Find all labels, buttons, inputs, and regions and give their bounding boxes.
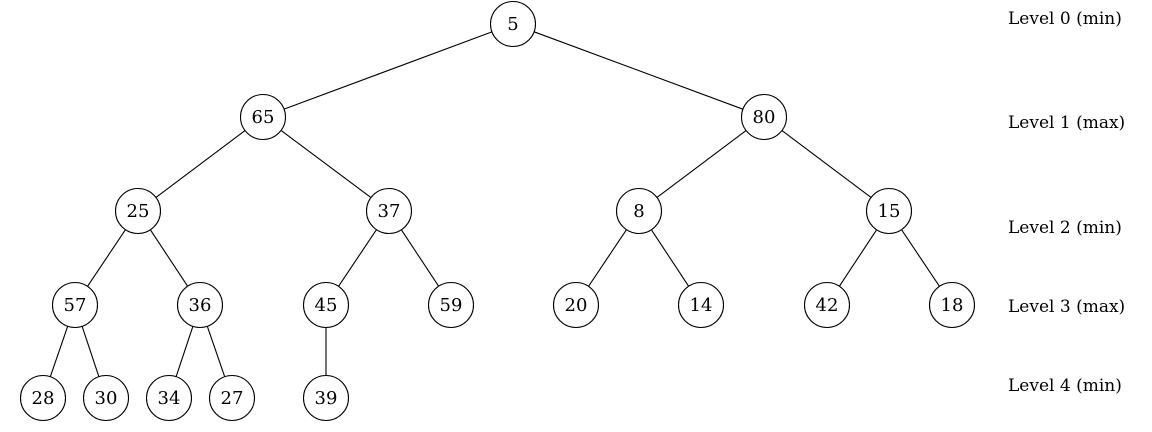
node-value: 45	[315, 295, 338, 316]
node-circle	[677, 281, 725, 329]
edge-n7-n16	[81, 326, 100, 377]
node-circle	[928, 281, 976, 329]
edge-n4-n9	[338, 229, 377, 287]
edge-n5-n11	[588, 229, 627, 287]
node-circle	[145, 374, 193, 422]
edge-n8-n17	[175, 326, 194, 377]
tree-node: 80	[740, 93, 788, 141]
node-value: 34	[158, 388, 181, 409]
node-circle	[114, 187, 162, 235]
edge-n1-n3	[155, 130, 246, 198]
tree-node: 25	[114, 187, 162, 235]
level-label-4: Level 4 (min)	[1008, 376, 1122, 396]
node-value: 37	[378, 201, 401, 222]
node-circle	[365, 187, 413, 235]
tree-edges	[49, 31, 940, 377]
node-value: 27	[221, 388, 244, 409]
edge-n2-n5	[656, 130, 747, 198]
level-labels: Level 0 (min) Level 1 (max) Level 2 (min…	[1008, 9, 1125, 396]
node-value: 20	[565, 295, 588, 316]
tree-nodes: 5 65 80 25 37 8 15 57 36 45 59 20 14 42 18 28 30 34 27 39	[19, 0, 976, 422]
node-circle	[19, 374, 67, 422]
node-circle	[51, 281, 99, 329]
tree-node: 39	[302, 374, 350, 422]
edge-n6-n14	[901, 229, 940, 287]
node-circle	[82, 374, 130, 422]
tree-node: 57	[51, 281, 99, 329]
tree-node: 36	[176, 281, 224, 329]
tree-node: 27	[208, 374, 256, 422]
node-value: 39	[315, 388, 338, 409]
tree-node: 15	[865, 187, 913, 235]
level-label-1: Level 1 (max)	[1008, 113, 1125, 133]
edge-n2-n6	[781, 130, 872, 198]
node-circle	[489, 0, 537, 48]
node-value: 30	[95, 388, 118, 409]
tree-node: 37	[365, 187, 413, 235]
node-value: 57	[64, 295, 87, 316]
node-circle	[176, 281, 224, 329]
level-label-3: Level 3 (max)	[1008, 297, 1125, 317]
tree-node: 30	[82, 374, 130, 422]
node-circle	[427, 281, 475, 329]
tree-node: 28	[19, 374, 67, 422]
tree-node: 5	[489, 0, 537, 48]
node-value: 14	[690, 295, 713, 316]
node-value: 15	[878, 201, 901, 222]
node-circle	[615, 187, 663, 235]
edge-n8-n18	[206, 326, 226, 377]
node-value: 8	[633, 201, 644, 222]
node-value: 80	[753, 107, 776, 128]
node-circle	[208, 374, 256, 422]
node-value: 42	[816, 295, 839, 316]
node-value: 65	[252, 107, 275, 128]
edge-n4-n10	[400, 229, 440, 287]
edge-n1-n4	[280, 130, 372, 198]
tree-node: 59	[427, 281, 475, 329]
tree-node: 8	[615, 187, 663, 235]
tree-node: 34	[145, 374, 193, 422]
node-circle	[302, 374, 350, 422]
node-value: 25	[127, 201, 150, 222]
node-circle	[239, 93, 287, 141]
node-value: 28	[32, 388, 55, 409]
node-value: 36	[189, 295, 212, 316]
node-value: 59	[440, 295, 463, 316]
tree-node: 42	[803, 281, 851, 329]
node-circle	[865, 187, 913, 235]
node-circle	[552, 281, 600, 329]
level-label-2: Level 2 (min)	[1008, 218, 1122, 238]
tree-node: 14	[677, 281, 725, 329]
node-circle	[803, 281, 851, 329]
tree-node: 20	[552, 281, 600, 329]
edge-n5-n12	[650, 229, 690, 287]
edge-n0-n2	[533, 31, 744, 110]
node-value: 18	[941, 295, 964, 316]
edge-n0-n1	[283, 31, 493, 110]
tree-node: 45	[302, 281, 350, 329]
level-label-0: Level 0 (min)	[1008, 9, 1122, 29]
tree-node: 18	[928, 281, 976, 329]
edge-n3-n8	[149, 229, 189, 287]
tree-node: 65	[239, 93, 287, 141]
edge-n7-n15	[49, 326, 69, 377]
edge-n3-n7	[87, 229, 126, 287]
node-circle	[302, 281, 350, 329]
edge-n6-n13	[838, 229, 878, 287]
node-value: 5	[507, 14, 518, 35]
node-circle	[740, 93, 788, 141]
